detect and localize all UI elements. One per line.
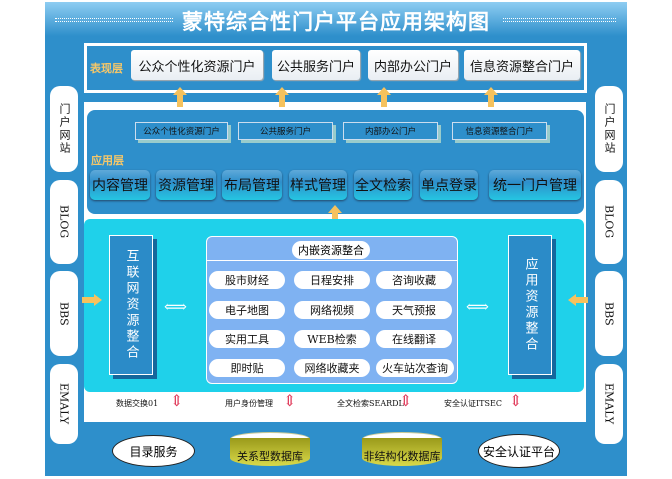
portal-internal-office[interactable]: 内部办公门户 (368, 50, 458, 80)
up-arrow-icon (377, 87, 391, 107)
service-fulltext-seardl: 全文检索SEARDL (337, 399, 404, 408)
left-channel-bbs[interactable]: BBS (50, 271, 78, 356)
right-channel-blog[interactable]: BLOG (595, 180, 623, 264)
relational-database[interactable]: 关系型数据库 (230, 432, 310, 466)
func-content-mgmt[interactable]: 内容管理 (90, 170, 150, 200)
app-module-public-personal: 公众个性化资源门户 (135, 122, 228, 140)
internet-resource-integration: 互联网资源整合 (109, 235, 153, 375)
app-module-info-integration: 信息资源整合门户 (452, 122, 547, 140)
res-web-search[interactable]: WEB检索 (294, 330, 370, 348)
service-data-exchange: 数据交换01 (116, 399, 159, 408)
up-arrow-icon (275, 87, 289, 107)
res-sticky[interactable]: 即时贴 (209, 359, 285, 377)
double-arrow-icon: ⇕ (509, 391, 523, 410)
app-module-public-service: 公共服务门户 (238, 122, 333, 140)
right-arrow-icon (82, 294, 102, 306)
service-security-itsec: 安全认证ITSEC (444, 399, 502, 408)
func-style-mgmt[interactable]: 样式管理 (289, 170, 347, 200)
embedded-resources-title: 内嵌资源整合 (292, 241, 370, 259)
portal-public-service[interactable]: 公共服务门户 (272, 50, 360, 80)
func-sso[interactable]: 单点登录 (420, 170, 478, 200)
up-arrow-icon (484, 87, 498, 107)
func-fulltext-search[interactable]: 全文检索 (354, 170, 412, 200)
res-translate[interactable]: 在线翻译 (376, 330, 452, 348)
portal-public-personal[interactable]: 公众个性化资源门户 (131, 50, 263, 80)
res-stock[interactable]: 股市财经 (209, 271, 285, 289)
title-dots-right (503, 18, 616, 22)
directory-service[interactable]: 目录服务 (112, 435, 195, 467)
up-arrow-icon (173, 87, 187, 107)
double-arrow-icon: ⇕ (399, 391, 413, 410)
left-channel-portal[interactable]: 门户网站 (50, 86, 78, 172)
presentation-layer-label: 表现层 (90, 62, 123, 75)
security-auth-platform[interactable]: 安全认证平台 (478, 434, 560, 468)
right-channel-portal[interactable]: 门户网站 (595, 86, 623, 172)
res-map[interactable]: 电子地图 (209, 301, 285, 319)
double-arrow-icon: ⇕ (283, 391, 297, 410)
portal-info-integration[interactable]: 信息资源整合门户 (464, 50, 580, 80)
res-tools[interactable]: 实用工具 (209, 330, 285, 348)
func-unified-portal-mgmt[interactable]: 统一门户管理 (489, 170, 581, 200)
res-consult[interactable]: 咨询收藏 (376, 271, 452, 289)
func-layout-mgmt[interactable]: 布局管理 (222, 170, 282, 200)
func-resource-mgmt[interactable]: 资源管理 (156, 170, 216, 200)
right-channel-bbs[interactable]: BBS (595, 271, 623, 356)
res-video[interactable]: 网络视频 (294, 301, 370, 319)
application-layer-label: 应用层 (91, 154, 124, 167)
res-train[interactable]: 火车站次查询 (376, 359, 454, 377)
title-dots-left (55, 18, 173, 22)
res-weather[interactable]: 天气预报 (376, 301, 452, 319)
service-user-identity: 用户身份管理 (225, 399, 273, 408)
bidirectional-arrow-icon: ⟺ (164, 297, 187, 316)
left-arrow-icon (568, 294, 588, 306)
title-bar (45, 2, 627, 36)
embedded-divider (206, 260, 458, 261)
double-arrow-icon: ⇕ (170, 391, 184, 410)
bidirectional-arrow-icon: ⟺ (466, 297, 489, 316)
left-channel-emaly[interactable]: EMALY (50, 364, 78, 444)
app-module-internal-office: 内部办公门户 (343, 122, 438, 140)
left-channel-blog[interactable]: BLOG (50, 180, 78, 264)
relational-database-label: 关系型数据库 (230, 438, 310, 466)
app-resource-integration: 应用资源整合 (508, 235, 552, 375)
right-channel-emaly[interactable]: EMALY (595, 364, 623, 444)
unstructured-database[interactable]: 非结构化数据库 (362, 432, 442, 466)
unstructured-database-label: 非结构化数据库 (362, 438, 442, 466)
res-schedule[interactable]: 日程安排 (294, 271, 370, 289)
diagram-title: 蒙特综合性门户平台应用架构图 (182, 9, 490, 34)
res-favorites[interactable]: 网络收藏夹 (294, 359, 370, 377)
